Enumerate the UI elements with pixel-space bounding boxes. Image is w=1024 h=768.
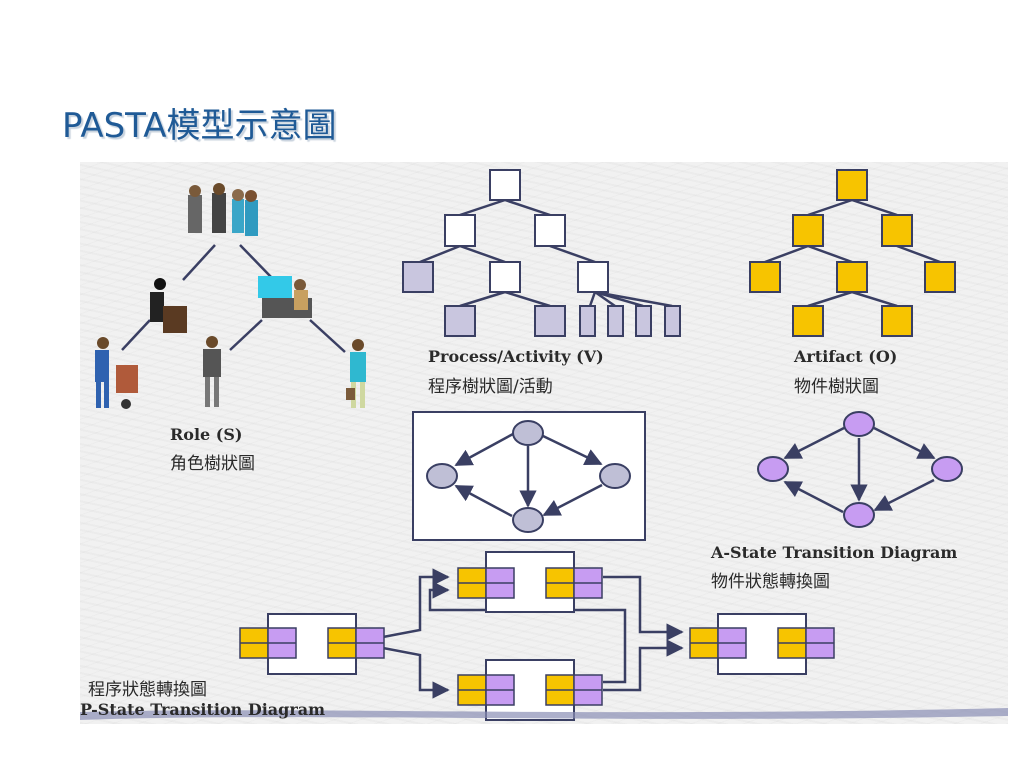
process-node [444,214,476,247]
role-edge [182,244,216,281]
pstate-edge [382,568,450,639]
process-leaf [664,305,681,337]
artifact-edge [807,290,853,308]
state-node [512,507,544,533]
person-icon [346,339,366,408]
astate-edge [783,480,844,514]
process-leaf [402,261,434,293]
pstate-label-en: P-State Transition Diagram [80,700,326,719]
pstate-edge [382,646,450,699]
process-leaf [607,305,624,337]
pstate-block-left [239,613,385,675]
pstate-block-right [689,613,835,675]
process-edge [459,290,506,308]
astate-node [757,456,789,482]
astate-node [931,456,963,482]
artifact-node [749,261,781,293]
artifact-edge [807,198,853,217]
state-edge [542,434,603,466]
artifact-node [836,261,868,293]
person-icon [95,337,138,409]
role-edge [239,244,273,279]
process-edge [594,290,616,308]
astate-label-cn: 物件狀態轉換圖 [711,572,830,592]
pstate-edge [603,639,684,692]
artifact-node [881,305,913,337]
artifact-node [792,305,824,337]
artifact-node [924,261,956,293]
process-tree [419,198,673,308]
state-edge [454,432,514,467]
artifact-edge [851,290,898,308]
astate-label-en: A-State Transition Diagram [711,543,958,562]
person-icon [150,278,187,333]
people-group-icon [188,183,258,236]
artifact-node [792,214,824,247]
astate-edge [873,426,936,460]
process-node [489,169,521,201]
process-node [577,261,609,293]
artifact-edge [896,244,941,264]
pstate-label-cn: 程序狀態轉換圖 [88,680,207,700]
person-icon [203,336,221,407]
artifact-edge [764,244,809,264]
process-leaf [444,305,476,337]
process-edge [459,198,506,217]
pstate-edge [603,575,684,641]
state-node [599,463,631,489]
process-edge [459,244,506,264]
artifact-edge [807,244,853,264]
role-label-en: Role (S) [170,425,243,444]
astate-node [843,502,875,528]
process-edge [594,290,673,308]
role-edge [229,319,263,351]
process-edge [504,198,551,217]
state-edge [454,484,513,518]
pstate-block-bottom [457,659,603,721]
astate-node [843,411,875,437]
people-group-icon [258,276,312,318]
state-node [512,420,544,446]
artifact-tree [764,198,941,308]
role-label-cn: 角色樹狀圖 [170,454,255,474]
role-edge [121,319,151,351]
astate-edge [783,426,845,460]
process-edge [549,244,596,264]
process-leaf [534,305,566,337]
process-edge [419,244,461,264]
process-edge [504,290,551,308]
role-tree [121,244,346,353]
artifact-node [836,169,868,201]
state-edge [542,483,603,517]
process-label-en: Process/Activity (V) [428,347,604,366]
astate-edge [873,478,935,512]
process-node [534,214,566,247]
artifact-label-en: Artifact (O) [794,347,898,366]
slide-title: PASTA模型示意圖 [62,106,337,146]
process-leaf [635,305,652,337]
state-node [426,463,458,489]
process-leaf [579,305,596,337]
role-edge [309,319,346,353]
process-edge [588,291,597,307]
artifact-node [881,214,913,247]
process-node [489,261,521,293]
process-label-cn: 程序樹狀圖/活動 [428,377,553,397]
artifact-edge [851,198,898,217]
decorative-swoosh [80,708,1008,720]
pstate-block-top [457,551,603,613]
artifact-label-cn: 物件樹狀圖 [794,377,879,397]
